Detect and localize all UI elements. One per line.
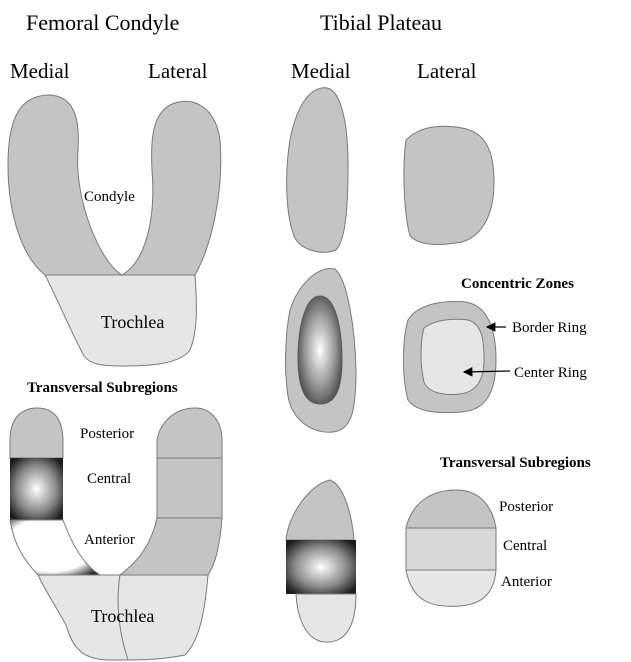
tibial-lateral-anterior	[406, 570, 496, 606]
tibial-lateral-central	[406, 528, 496, 570]
border-ring-label: Border Ring	[512, 320, 587, 336]
concentric-zones-title: Concentric Zones	[461, 276, 574, 292]
tibial-medial-center-ring	[298, 296, 342, 404]
trochlea-label: Trochlea	[101, 312, 164, 332]
tibial-central-label: Central	[503, 538, 547, 554]
central-label: Central	[87, 471, 131, 487]
lateral-anterior-region	[120, 518, 222, 575]
tibial-subregions-title: Transversal Subregions	[440, 455, 591, 471]
medial-central-region	[10, 458, 63, 520]
femoral-subregions-diagram: Posterior Central Anterior Trochlea	[10, 408, 222, 660]
tibial-lateral-center-ring	[421, 319, 484, 394]
lateral-central-region	[157, 458, 222, 518]
tibial-posterior-label: Posterior	[499, 499, 553, 515]
tibial-plateau-heading: Tibial Plateau	[320, 10, 442, 35]
tibial-lateral-label: Lateral	[417, 59, 477, 83]
tibial-row-subregions: Posterior Central Anterior	[286, 480, 553, 642]
femoral-lateral-label: Lateral	[148, 59, 208, 83]
medial-posterior-region	[10, 408, 63, 458]
tibial-medial-central	[286, 540, 356, 594]
condyle-region	[8, 95, 221, 275]
femoral-condyle-diagram: Condyle Trochlea	[8, 95, 221, 366]
femoral-condyle-heading: Femoral Condyle	[26, 10, 179, 35]
posterior-label: Posterior	[80, 426, 134, 442]
center-ring-label: Center Ring	[514, 365, 587, 381]
tibial-medial-anterior	[296, 594, 356, 642]
femoral-trochlea-label: Trochlea	[91, 606, 154, 626]
condyle-label: Condyle	[84, 189, 135, 205]
tibial-medial-plain	[287, 88, 348, 253]
anterior-label: Anterior	[84, 532, 135, 548]
tibial-row-plain	[287, 88, 494, 253]
tibial-anterior-label: Anterior	[501, 574, 552, 590]
femoral-medial-label: Medial	[10, 59, 70, 83]
tibial-medial-posterior	[286, 480, 354, 540]
tibial-row-concentric: Border Ring Center Ring	[286, 268, 588, 432]
femoral-subregions-title: Transversal Subregions	[27, 380, 178, 396]
tibial-lateral-posterior	[406, 490, 496, 528]
lateral-posterior-region	[157, 408, 222, 458]
tibial-lateral-plain	[404, 126, 494, 244]
tibial-medial-label: Medial	[291, 59, 351, 83]
